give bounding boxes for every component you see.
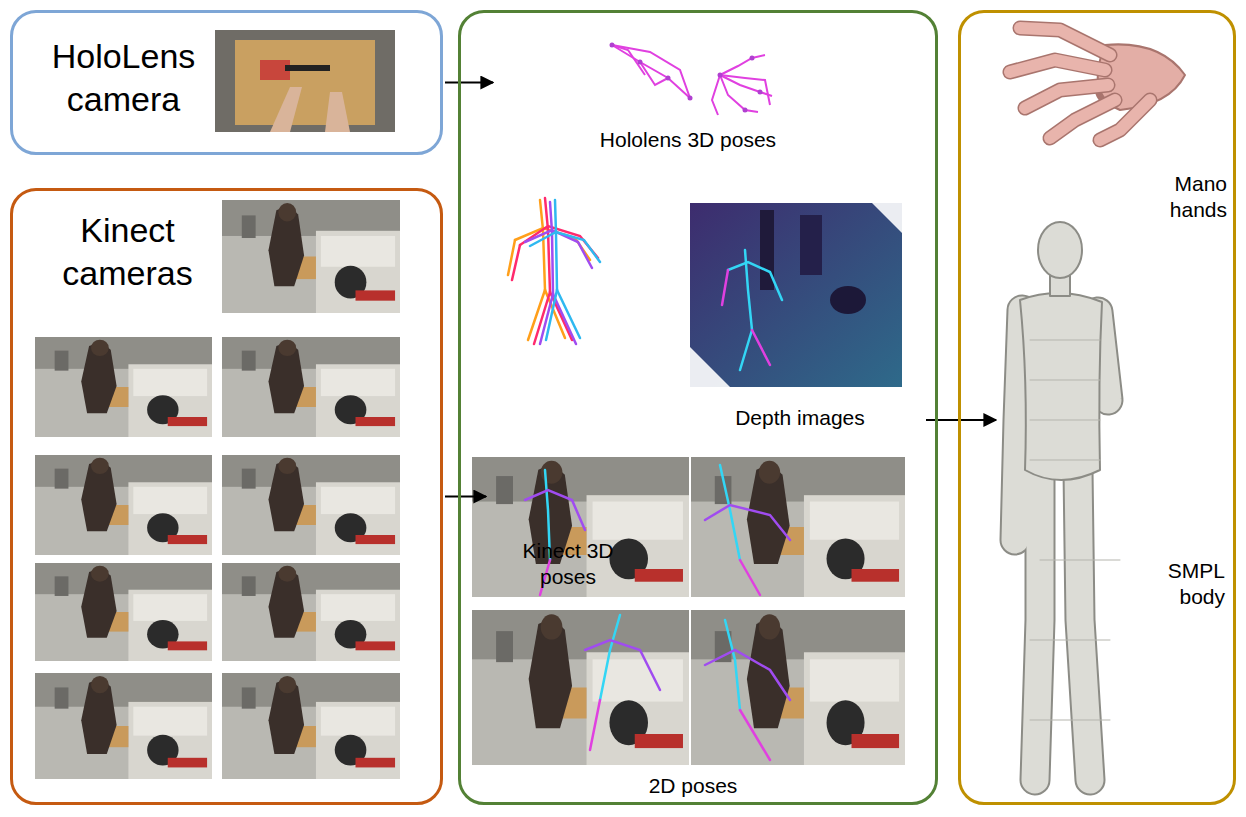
- kinect-photos: [35, 200, 400, 779]
- data-box: Hololens 3D posesKinect 3D poses Depth im…: [458, 10, 938, 805]
- node-label: Depth images: [700, 405, 900, 431]
- depth-image: [690, 203, 902, 387]
- node-label: HoloLens camera: [31, 35, 216, 120]
- flow-arrow: [445, 82, 493, 84]
- hand-skeletons: [612, 45, 772, 115]
- camera-group-box: Kinect cameras: [10, 188, 443, 805]
- camera-box: HoloLens camera: [10, 10, 443, 155]
- kinect-skeletons: [508, 198, 600, 344]
- flow-arrow: [445, 496, 486, 498]
- node-label: 2D poses: [593, 773, 793, 799]
- node-label: Mano hands: [1157, 171, 1227, 224]
- hololens-photo: [215, 30, 395, 132]
- mano-hand-mesh: [1010, 28, 1185, 140]
- smpl-body-mesh: [1015, 222, 1120, 780]
- node-label: Kinect cameras: [35, 209, 220, 294]
- pose-photos: [472, 457, 905, 765]
- node-label: Hololens 3D poses: [573, 127, 803, 153]
- model-box: Mano handsSMPL body: [958, 10, 1236, 805]
- node-label: SMPL body: [1155, 558, 1225, 611]
- node-label: Kinect 3D poses: [498, 538, 638, 591]
